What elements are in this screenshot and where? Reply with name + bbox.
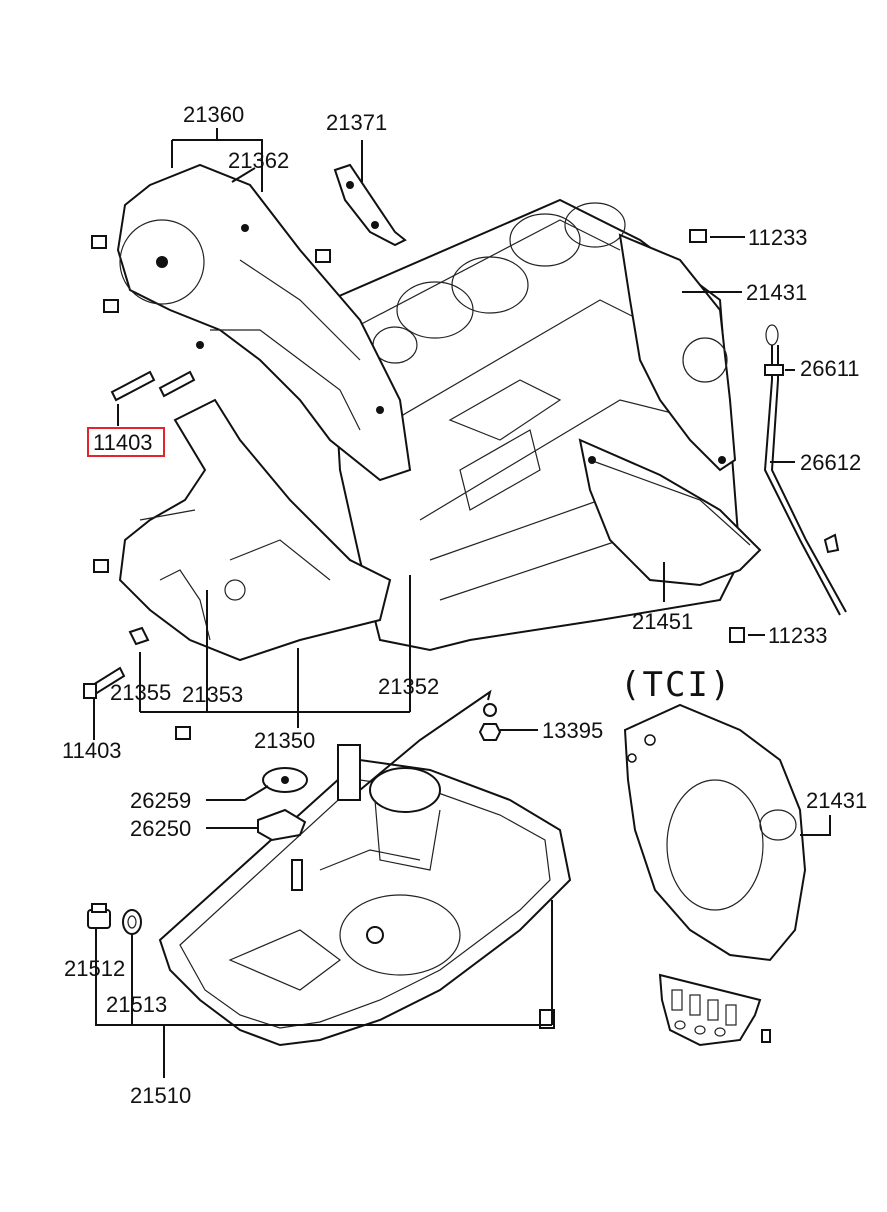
rear-plate-21431 bbox=[618, 233, 737, 472]
label-21362[interactable]: 21362 bbox=[228, 148, 289, 173]
small-cover-plate bbox=[658, 973, 762, 1047]
label-21431-top[interactable]: 21431 bbox=[746, 280, 807, 305]
label-11233-bottom[interactable]: 11233 bbox=[768, 623, 828, 648]
variant-label-tci: (TCI) bbox=[620, 665, 732, 705]
label-21353[interactable]: 21353 bbox=[182, 682, 243, 707]
oil-strainer-pipe bbox=[257, 744, 361, 842]
label-26259[interactable]: 26259 bbox=[130, 788, 191, 813]
label-11403-highlighted[interactable]: 11403 bbox=[93, 430, 153, 455]
tci-rear-plate bbox=[623, 703, 807, 962]
label-21360[interactable]: 21360 bbox=[183, 102, 244, 127]
label-26612[interactable]: 26612 bbox=[800, 450, 861, 475]
label-11403-lower[interactable]: 11403 bbox=[62, 738, 122, 763]
oil-baffle bbox=[578, 438, 762, 587]
label-13395[interactable]: 13395 bbox=[542, 718, 603, 743]
leader-lines bbox=[93, 128, 831, 1078]
highlight-box-11403 bbox=[87, 427, 165, 457]
label-21512[interactable]: 21512 bbox=[64, 956, 125, 981]
label-26611[interactable]: 26611 bbox=[800, 356, 860, 381]
bracket-21371 bbox=[333, 163, 407, 247]
label-21431-lower[interactable]: 21431 bbox=[806, 788, 867, 813]
label-21513[interactable]: 21513 bbox=[106, 992, 167, 1017]
bolts bbox=[83, 229, 771, 1043]
label-21371[interactable]: 21371 bbox=[326, 110, 387, 135]
label-21350[interactable]: 21350 bbox=[254, 728, 315, 753]
label-26250[interactable]: 26250 bbox=[130, 816, 191, 841]
oil-pan bbox=[158, 758, 572, 1047]
lower-timing-cover bbox=[118, 398, 392, 662]
label-21352[interactable]: 21352 bbox=[378, 674, 439, 699]
part-labels: 21360 21371 21362 11233 21431 26611 2661… bbox=[62, 102, 867, 1108]
oil-dipstick bbox=[763, 324, 847, 616]
label-21510[interactable]: 21510 bbox=[130, 1083, 191, 1108]
label-21355[interactable]: 21355 bbox=[110, 680, 171, 705]
label-21451[interactable]: 21451 bbox=[632, 609, 693, 634]
label-11233-top[interactable]: 11233 bbox=[748, 225, 808, 250]
timing-belt-cover bbox=[116, 163, 412, 482]
